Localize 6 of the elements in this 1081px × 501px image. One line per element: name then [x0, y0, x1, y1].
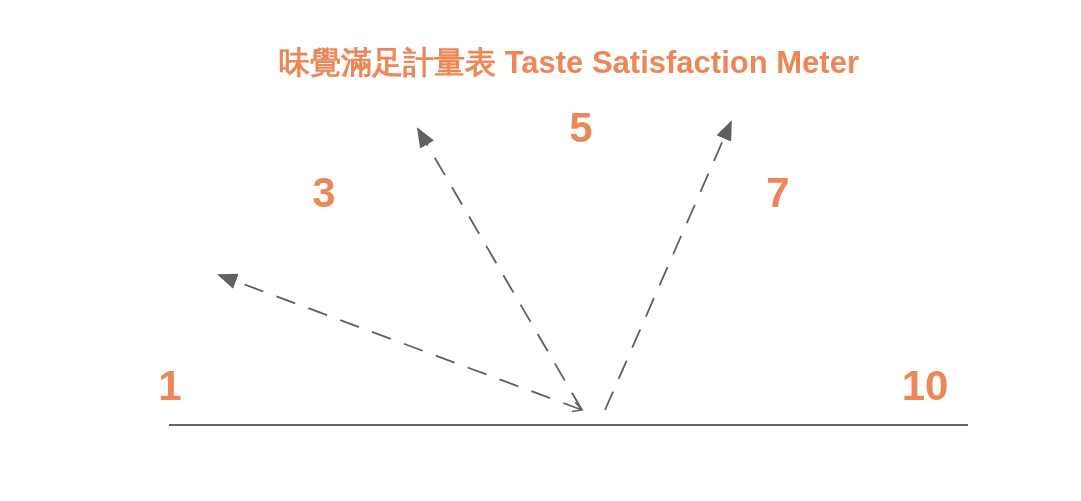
- scale-number: 10: [901, 365, 949, 407]
- scale-number: 5: [569, 107, 593, 149]
- scale-number: 7: [766, 172, 790, 214]
- scale-number: 3: [312, 172, 336, 214]
- scale-number: 1: [158, 365, 182, 407]
- title: 味覺滿足計量表 Taste Satisfaction Meter: [279, 46, 859, 78]
